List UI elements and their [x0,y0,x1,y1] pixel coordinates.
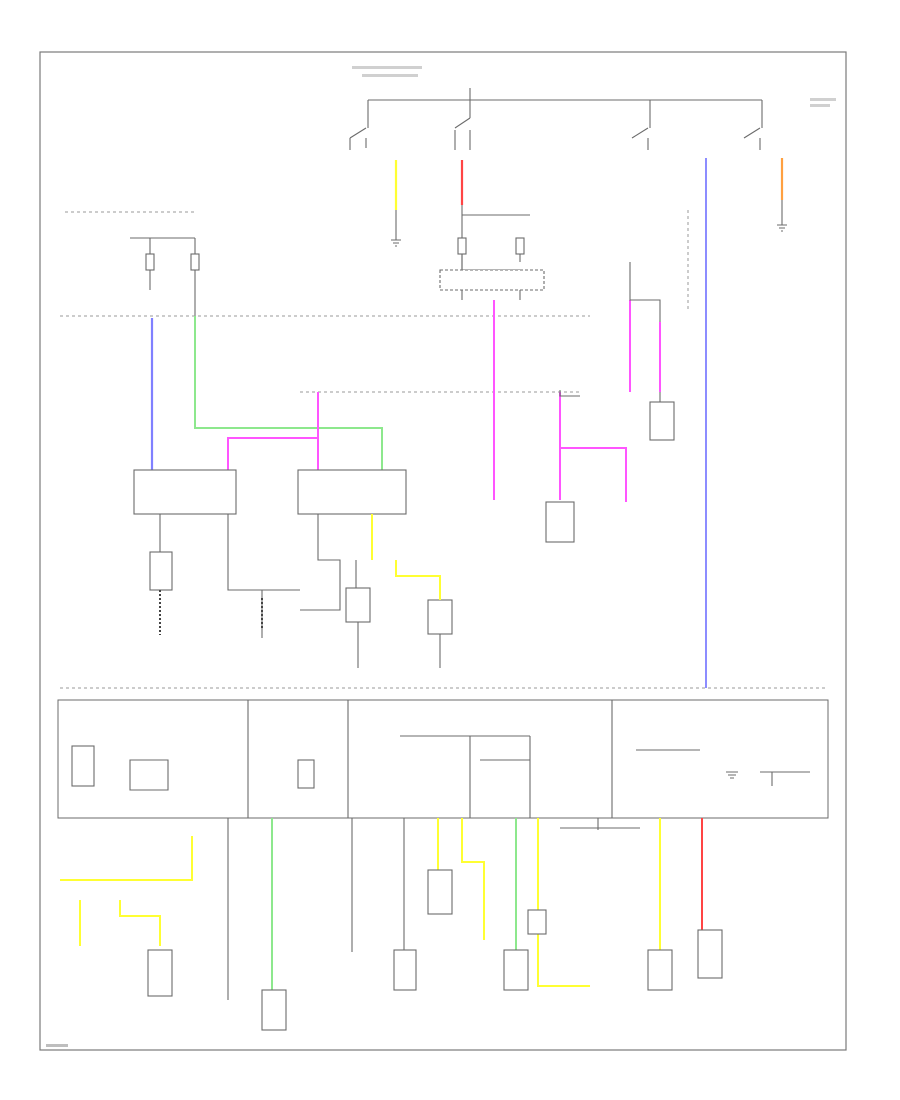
component-box [147,949,173,997]
upper-left-fuse-junction [65,211,200,316]
relay-box [649,401,675,441]
page-border [39,51,847,1051]
fuse-icon [515,237,525,255]
switch-output-wires [394,158,784,688]
middle-wiring [150,262,661,502]
bottom-wiring [60,818,703,1000]
fuse-icon [190,253,200,271]
component-box-3 [427,599,453,635]
ignition-switch-section [349,66,836,150]
fuse-icon [457,237,467,255]
component-box [503,949,529,991]
control-unit-left [133,469,237,515]
component-box [647,949,673,991]
component-box [545,501,575,543]
component-box [697,929,723,979]
component-box [393,949,417,991]
fuse-icon [145,253,155,271]
modules-middle [133,401,675,668]
component-box-2 [345,587,371,623]
switch-contact-3 [631,127,649,150]
switch-contact-2 [454,117,471,150]
ground-symbols [391,224,787,779]
component-box [527,909,547,935]
center-fuse-box [439,237,545,300]
component-box-4 [149,551,173,591]
component-box [427,869,453,915]
switch-contact-4 [743,127,761,150]
control-unit-right [297,469,407,515]
component-box [261,989,287,1031]
lower-fuse-panel-dividers [71,700,810,818]
lower-fuse-panel [57,699,829,819]
switch-contact-1 [349,127,367,150]
bottom-components [147,869,723,1031]
